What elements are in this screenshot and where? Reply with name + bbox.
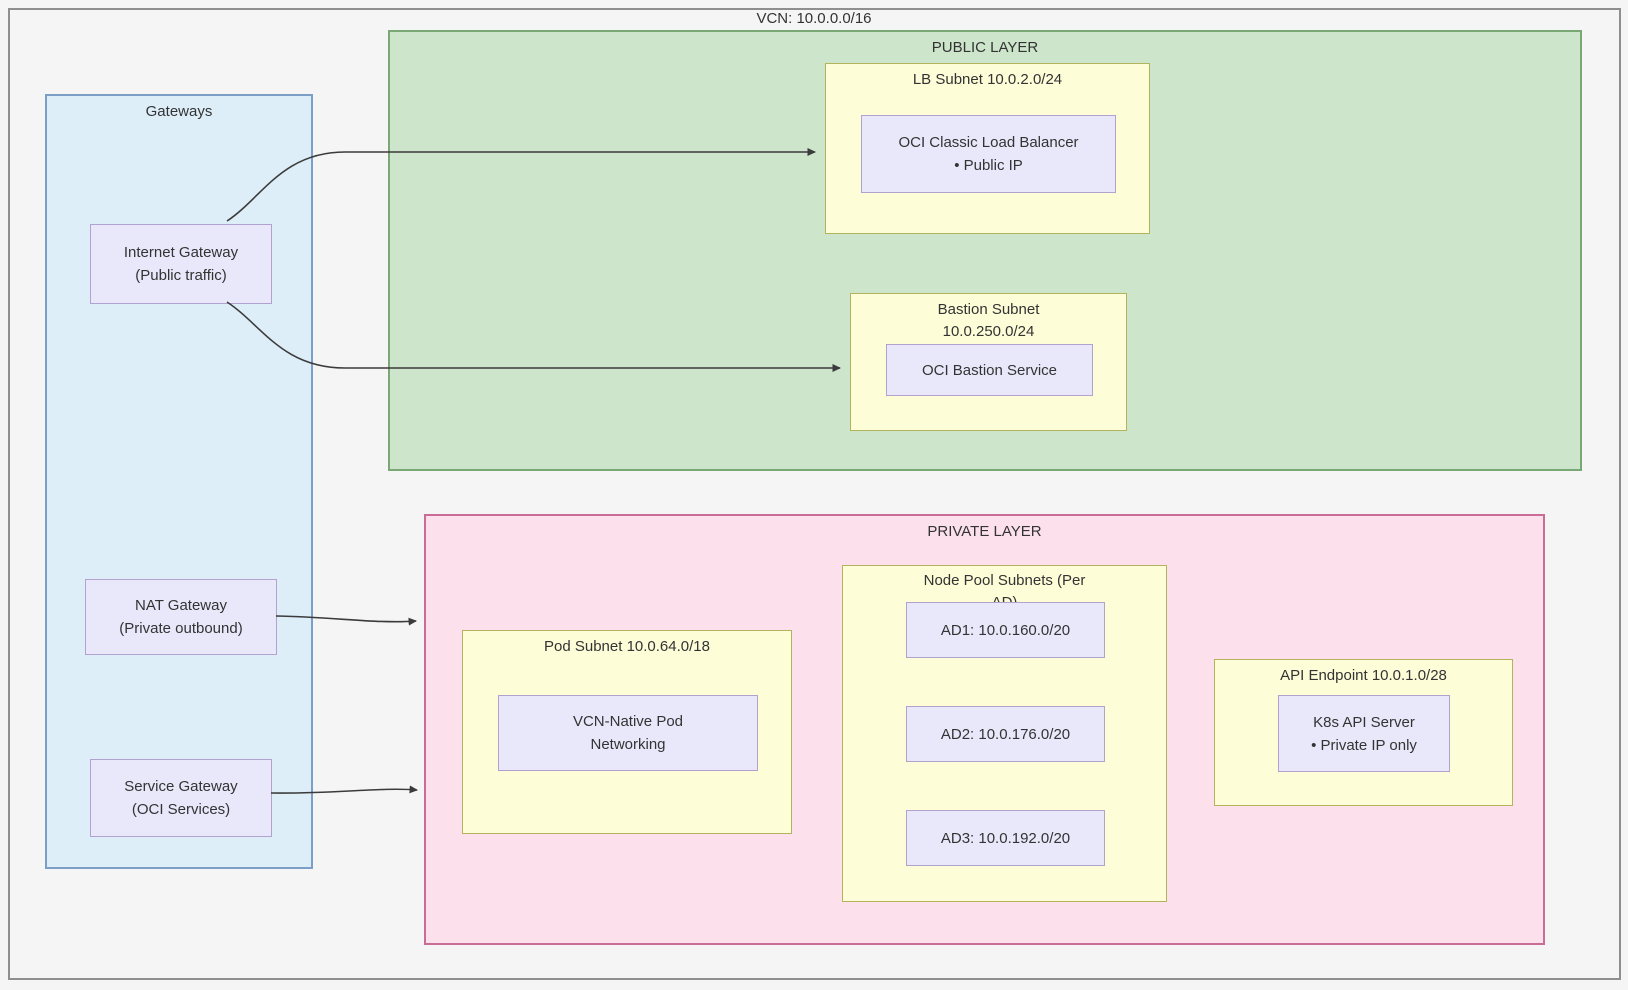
load-balancer-node: OCI Classic Load Balancer • Public IP <box>861 115 1116 193</box>
internet-gateway-node: Internet Gateway (Public traffic) <box>90 224 272 304</box>
ad1-subnet-node: AD1: 10.0.160.0/20 <box>906 602 1105 658</box>
service-gateway-sublabel: (OCI Services) <box>131 801 231 818</box>
pod-networking-sublabel: Networking <box>590 736 666 753</box>
bastion-service-node: OCI Bastion Service <box>886 344 1093 396</box>
nat-gateway-sublabel: (Private outbound) <box>119 620 243 637</box>
bastion-subnet-title-line1: Bastion Subnet <box>937 301 1040 318</box>
lb-subnet-title: LB Subnet 10.0.2.0/24 <box>912 71 1063 88</box>
public-layer-container: PUBLIC LAYER LB Subnet 10.0.2.0/24 OCI C… <box>388 30 1582 471</box>
api-endpoint-title: API Endpoint 10.0.1.0/28 <box>1280 667 1447 684</box>
api-server-label: K8s API Server <box>1313 713 1415 731</box>
ad3-subnet-label: AD3: 10.0.192.0/20 <box>940 829 1071 847</box>
api-server-node: K8s API Server • Private IP only <box>1278 695 1450 772</box>
pod-networking-node: VCN-Native Pod Networking <box>498 695 758 771</box>
nat-gateway-node: NAT Gateway (Private outbound) <box>85 579 277 655</box>
service-gateway-node: Service Gateway (OCI Services) <box>90 759 272 837</box>
pod-subnet-title: Pod Subnet 10.0.64.0/18 <box>544 638 710 655</box>
ad2-subnet-node: AD2: 10.0.176.0/20 <box>906 706 1105 762</box>
internet-gateway-label: Internet Gateway <box>123 244 239 261</box>
internet-gateway-sublabel: (Public traffic) <box>135 267 227 284</box>
private-layer-container: PRIVATE LAYER Pod Subnet 10.0.64.0/18 VC… <box>424 514 1545 945</box>
ad2-subnet-label: AD2: 10.0.176.0/20 <box>940 725 1071 743</box>
pod-networking-label: VCN-Native Pod <box>572 713 684 730</box>
lb-subnet: LB Subnet 10.0.2.0/24 OCI Classic Load B… <box>825 63 1150 234</box>
ad3-subnet-node: AD3: 10.0.192.0/20 <box>906 810 1105 866</box>
bastion-subnet: Bastion Subnet 10.0.250.0/24 OCI Bastion… <box>850 293 1127 431</box>
api-endpoint-subnet: API Endpoint 10.0.1.0/28 K8s API Server … <box>1214 659 1513 806</box>
node-pool-subnets: Node Pool Subnets (Per AD) AD1: 10.0.160… <box>842 565 1167 902</box>
service-gateway-label: Service Gateway <box>124 778 238 795</box>
vcn-title: VCN: 10.0.0.0/16 <box>756 10 872 27</box>
nat-gateway-label: NAT Gateway <box>135 597 227 614</box>
gateways-container: Gateways Internet Gateway (Public traffi… <box>45 94 313 869</box>
load-balancer-label: OCI Classic Load Balancer <box>898 134 1079 151</box>
private-layer-title: PRIVATE LAYER <box>927 523 1042 540</box>
load-balancer-sublabel: • Public IP <box>954 157 1023 174</box>
node-pool-title-line1: Node Pool Subnets (Per <box>923 572 1086 589</box>
ad1-subnet-label: AD1: 10.0.160.0/20 <box>940 621 1071 639</box>
bastion-subnet-title-line2: 10.0.250.0/24 <box>942 323 1035 340</box>
bastion-subnet-title: Bastion Subnet 10.0.250.0/24 <box>851 299 1126 343</box>
gateways-title: Gateways <box>145 103 213 120</box>
pod-subnet: Pod Subnet 10.0.64.0/18 VCN-Native Pod N… <box>462 630 792 834</box>
public-layer-title: PUBLIC LAYER <box>931 39 1039 56</box>
api-server-sublabel: • Private IP only <box>1311 736 1417 754</box>
bastion-service-label: OCI Bastion Service <box>921 361 1058 379</box>
